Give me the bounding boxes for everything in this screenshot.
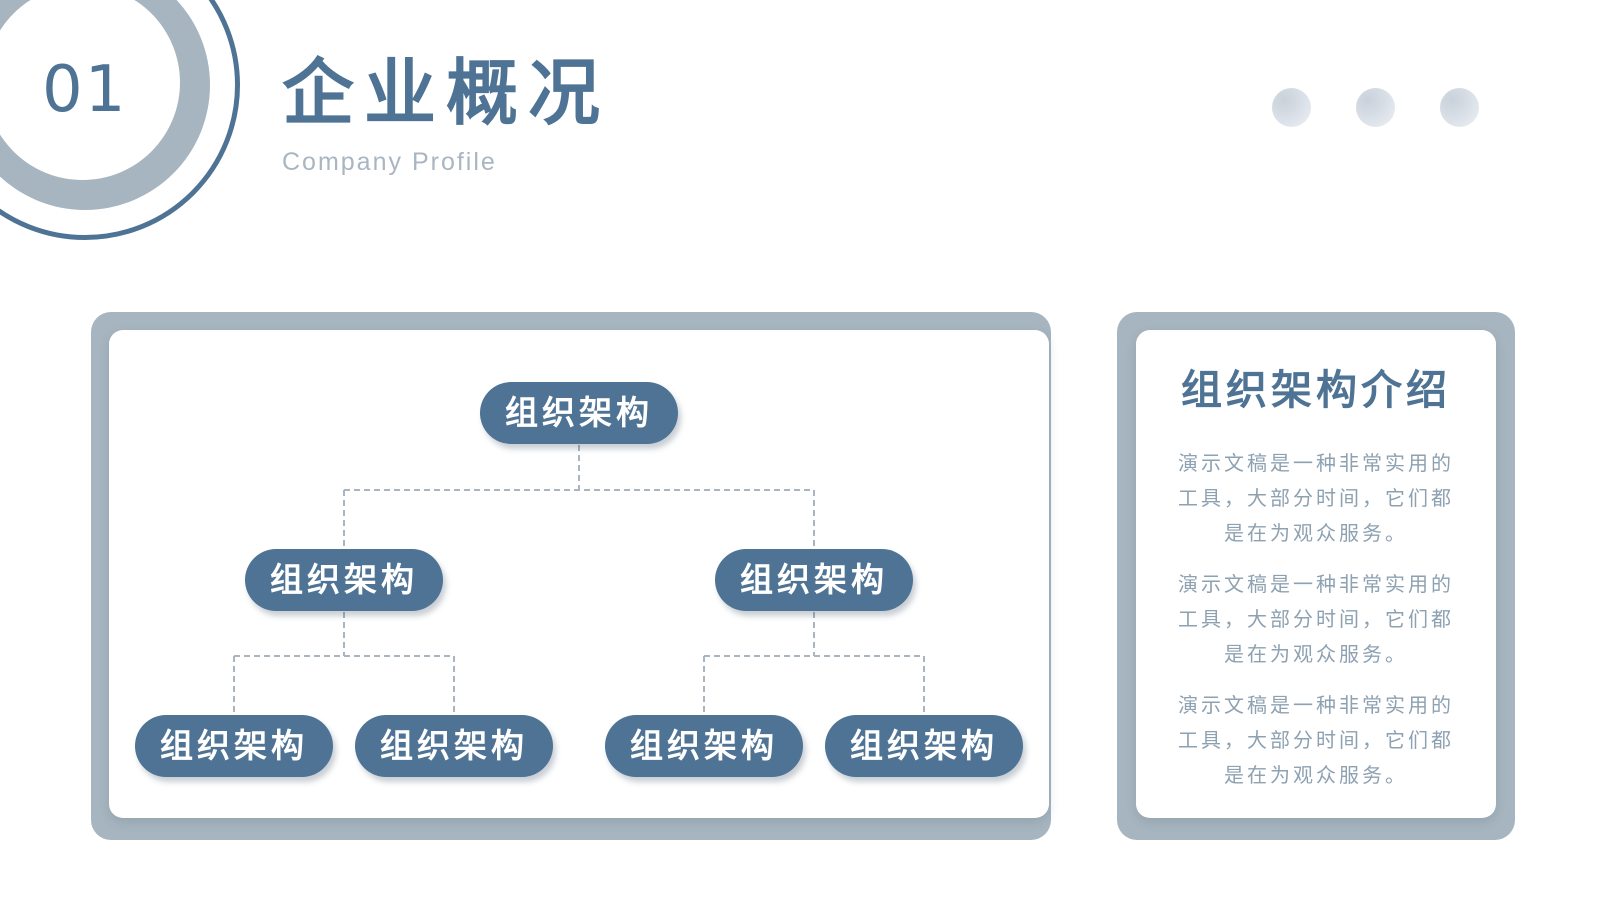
page-title: 企业概况 [282, 51, 611, 135]
decorative-dot [1440, 88, 1479, 127]
org-node-root: 组织架构 [480, 382, 678, 444]
intro-panel [1136, 330, 1496, 818]
decorative-dots [1272, 88, 1492, 128]
intro-paragraph: 演示文稿是一种非常实用的工具，大部分时间，它们都是在为观众服务。 [1178, 572, 1454, 666]
intro-paragraph: 演示文稿是一种非常实用的工具，大部分时间，它们都是在为观众服务。 [1178, 451, 1454, 545]
intro-title: 组织架构介绍 [1181, 366, 1451, 414]
org-node-level3: 组织架构 [825, 715, 1023, 777]
section-number: 01 [42, 53, 128, 127]
org-node-level2-right: 组织架构 [715, 549, 913, 611]
org-node-level3: 组织架构 [355, 715, 553, 777]
intro-paragraph: 演示文稿是一种非常实用的工具，大部分时间，它们都是在为观众服务。 [1178, 693, 1454, 787]
page-subtitle: Company Profile [282, 148, 497, 176]
section-badge-inner [0, 0, 180, 180]
org-node-level2-left: 组织架构 [245, 549, 443, 611]
decorative-dot [1272, 88, 1311, 127]
decorative-dot [1356, 88, 1395, 127]
org-node-level3: 组织架构 [605, 715, 803, 777]
org-node-level3: 组织架构 [135, 715, 333, 777]
